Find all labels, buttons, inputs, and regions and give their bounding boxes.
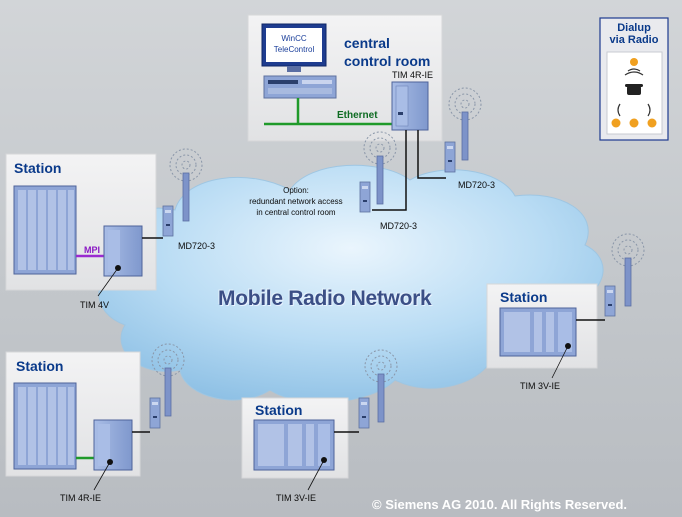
option-line-1: Option: (283, 186, 309, 195)
station-1-label: Station (14, 160, 62, 176)
option-line-2: redundant network access (249, 197, 343, 206)
dialup-title-2: via Radio (609, 34, 659, 46)
modem-station-2 (604, 285, 616, 317)
tim-station-3-label: TIM 4R-IE (60, 493, 102, 503)
network-title: Mobile Radio Network (218, 287, 432, 310)
tim-central-label: TIM 4R-IE (392, 70, 434, 80)
plc-rack-4 (253, 419, 335, 471)
ethernet-line (264, 98, 396, 126)
tim-station-1-device (103, 225, 143, 277)
station-3-label: Station (16, 358, 64, 374)
dialup-title-1: Dialup (617, 22, 651, 34)
modem-station-3 (149, 397, 161, 429)
plc-rack-3 (13, 382, 77, 470)
screen-text-1: WinCC (281, 34, 307, 43)
copyright-text: © Siemens AG 2010. All Rights Reserved. (372, 497, 627, 512)
modem-station-4 (358, 397, 370, 429)
tim-station-4-label: TIM 3V-IE (276, 493, 317, 503)
modem-central-right (444, 141, 456, 173)
plc-rack-1 (13, 185, 77, 275)
central-room-heading-1: central (344, 35, 390, 51)
modem-station-1-label: MD720-3 (178, 241, 216, 251)
wincc-pc-icon (261, 23, 337, 99)
modem-station-1 (162, 205, 174, 237)
telephone-icon (611, 58, 657, 128)
tim-station-2-label: TIM 3V-IE (520, 381, 561, 391)
central-room-heading-2: control room (344, 53, 431, 69)
station-4-label: Station (255, 402, 303, 418)
option-line-3: in central control room (256, 208, 336, 217)
link-central-modem-left (372, 130, 407, 211)
modem-central-left-label: MD720-3 (380, 221, 418, 231)
modem-central-right-label: MD720-3 (458, 180, 496, 190)
mpi-label: MPI (84, 245, 101, 255)
antenna-icon (611, 233, 645, 307)
tim-station-3-device (93, 419, 133, 471)
screen-text-2: TeleControl (273, 45, 315, 54)
tim-station-1-label: TIM 4V (80, 300, 110, 310)
link-central-modem-right (417, 130, 446, 179)
ethernet-label: Ethernet (337, 110, 378, 121)
plc-rack-2 (499, 307, 577, 357)
tim-central-device (391, 81, 429, 131)
station-2-label: Station (500, 289, 548, 305)
